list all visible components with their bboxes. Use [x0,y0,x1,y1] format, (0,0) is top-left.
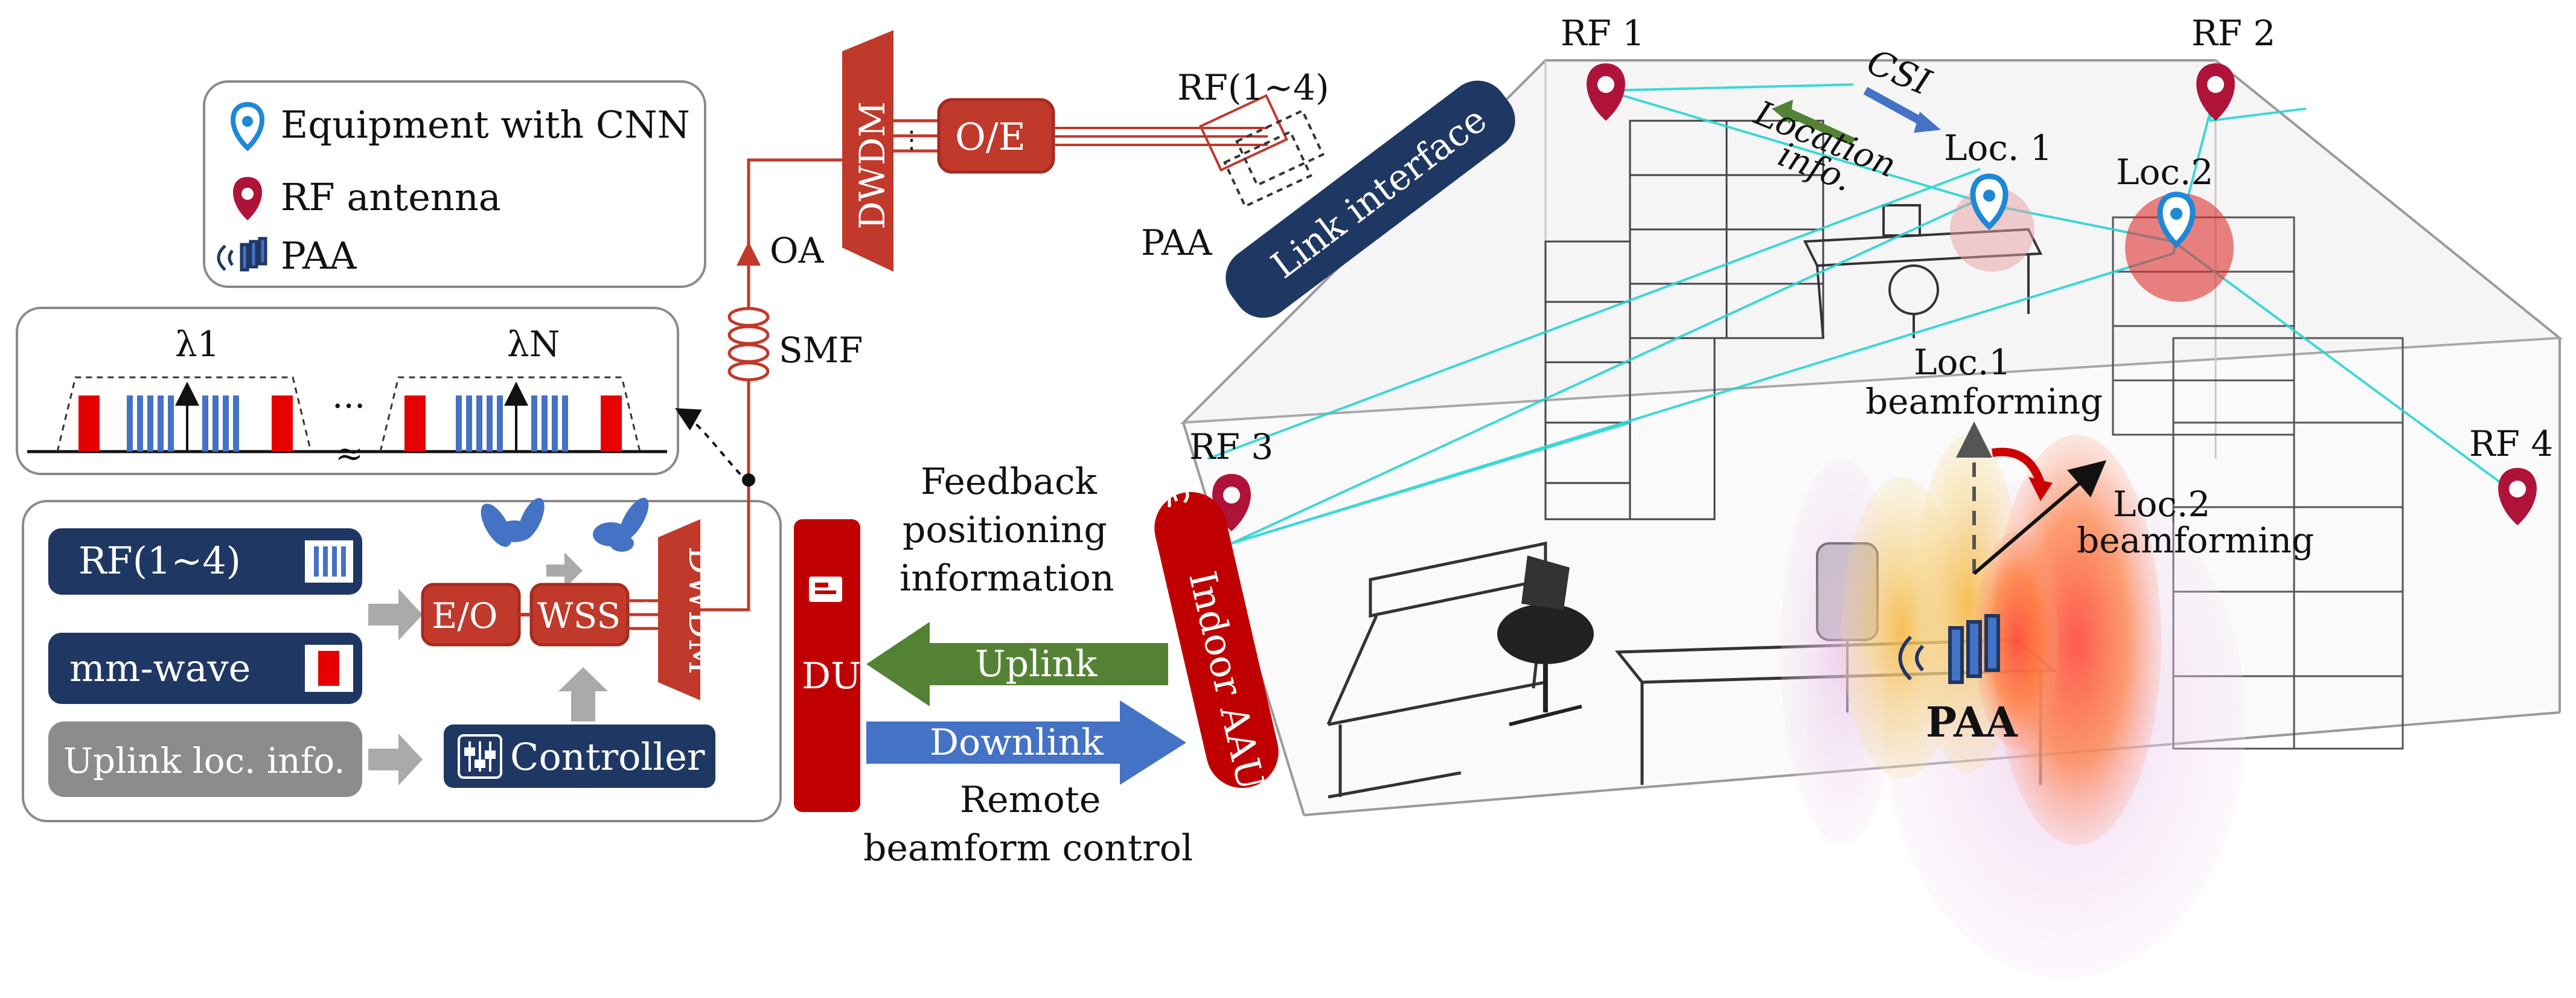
controller-sliders-icon [458,734,502,779]
controller-box [444,725,715,788]
rf-antenna-icon [232,177,263,220]
rf-source-box [48,528,362,595]
chair-front [1497,555,1594,726]
loc1-label: Loc. 1 [1944,127,2053,168]
legend-label-paa: PAA [281,234,357,278]
downlink-arrow[interactable] [866,700,1186,785]
wss-ellipsis: ⋮ [634,589,658,617]
desk-front-left [1326,541,1547,799]
uplink-loc-info-label: Uplink loc. info. [63,740,345,781]
loc2-beamforming-label-2: beamforming [2077,520,2314,561]
loc1-beamforming-label-1: Loc.1 [1914,342,2011,383]
dwdm-left-box [658,519,700,700]
rf1-label: RF 1 [1561,13,1644,54]
lambda-1-label: λ1 [175,324,220,365]
dwdm-top-box [842,30,893,272]
oa-amplifier-icon [737,242,761,266]
beam-pattern-icon-1 [481,497,545,547]
csi-arrow [1863,86,1928,128]
shelf-unit-back [1544,120,1824,520]
oa-label: OA [770,230,825,271]
paa-link-label: PAA [1141,222,1213,263]
feedback-label-3: information [900,557,1114,600]
beam-pattern-icon-2 [593,497,649,552]
legend-label-equipment: Equipment with CNN [281,103,690,147]
loc2-equipment-pin-icon [2157,191,2196,249]
rf3-label: RF 3 [1189,426,1273,467]
loc1-area [1950,187,2034,272]
controller-label: Controller [510,735,705,779]
wss-label: WSS [537,595,621,636]
du-server-icon [809,577,842,602]
indoor-aau-box [1154,491,1279,788]
lambda-n-label: λN [507,324,560,365]
room-paa-label: PAA [1926,699,2018,747]
location-info-arrow [1785,107,1855,146]
rf2-antenna-icon [2196,63,2235,121]
fiber-tap-point [742,473,755,487]
du-label: DU [802,655,861,697]
feedback-label-2: positioning [903,509,1107,551]
location-pin-icon [231,101,264,152]
central-office-panel: RF(1~4) mm-wave Uplink loc. info. E/O WS… [22,497,782,822]
rf1-antenna-icon [1587,63,1625,121]
loc1-beamforming-label-2: beamforming [1865,381,2103,422]
legend-panel: Equipment with CNN RF antenna PAA [203,80,706,288]
oe-label: O/E [955,115,1026,159]
dwdm-top-label: DWDM [852,101,893,229]
rf2-label: RF 2 [2191,13,2275,54]
rf4-antenna-icon [2498,468,2537,525]
remote-label-2: beamform control [863,827,1193,869]
room-3d-view: RF 1 RF 2 RF 3 RF 4 CSI Location info. L… [1180,13,2563,978]
du-section: DU Feedback positioning information Upli… [794,461,1279,869]
spectrum-panel: λ1 ... ≈ λN [16,307,679,475]
rf-link-label: RF(1~4) [1177,67,1329,108]
link-interface-box [1226,80,1515,318]
beam-lobes [1781,435,2246,978]
loc2-beamforming-label-1: Loc.2 [2113,484,2210,525]
rf-connector-icon [1199,94,1325,208]
loc2-label: Loc.2 [2116,152,2213,193]
mmwave-source-label: mm-wave [69,646,251,690]
smf-spool-icon [727,307,770,382]
mmwave-source-box [48,633,362,704]
phased-array-antenna-icon [217,237,267,272]
dwdm-top-ellipsis: ⋮ [900,126,924,154]
loc2-beam-arrow [1973,460,2107,575]
feedback-label-1: Feedback [921,461,1098,503]
uplink-label: Uplink [975,643,1098,685]
legend-label-rf-antenna: RF antenna [281,175,501,219]
loc2-area [2125,193,2234,302]
uplink-loc-info-box [48,721,362,797]
steering-arrow [1991,447,2045,485]
loc1-equipment-pin-icon [1970,173,2009,231]
rf4-label: RF 4 [2469,423,2553,464]
remote-label-1: Remote [960,779,1101,821]
eo-label: E/O [432,595,497,636]
spectrum-break-mark: ≈ [335,434,363,473]
spectrum-ellipsis: ... [332,375,365,416]
uplink-arrow[interactable] [866,622,1168,706]
room-paa-icon [1898,614,2000,684]
downlink-label: Downlink [930,721,1104,764]
aau-antenna-icon [1149,479,1189,507]
rf-source-label: RF(1~4) [78,539,241,583]
smf-label: SMF [779,330,863,371]
